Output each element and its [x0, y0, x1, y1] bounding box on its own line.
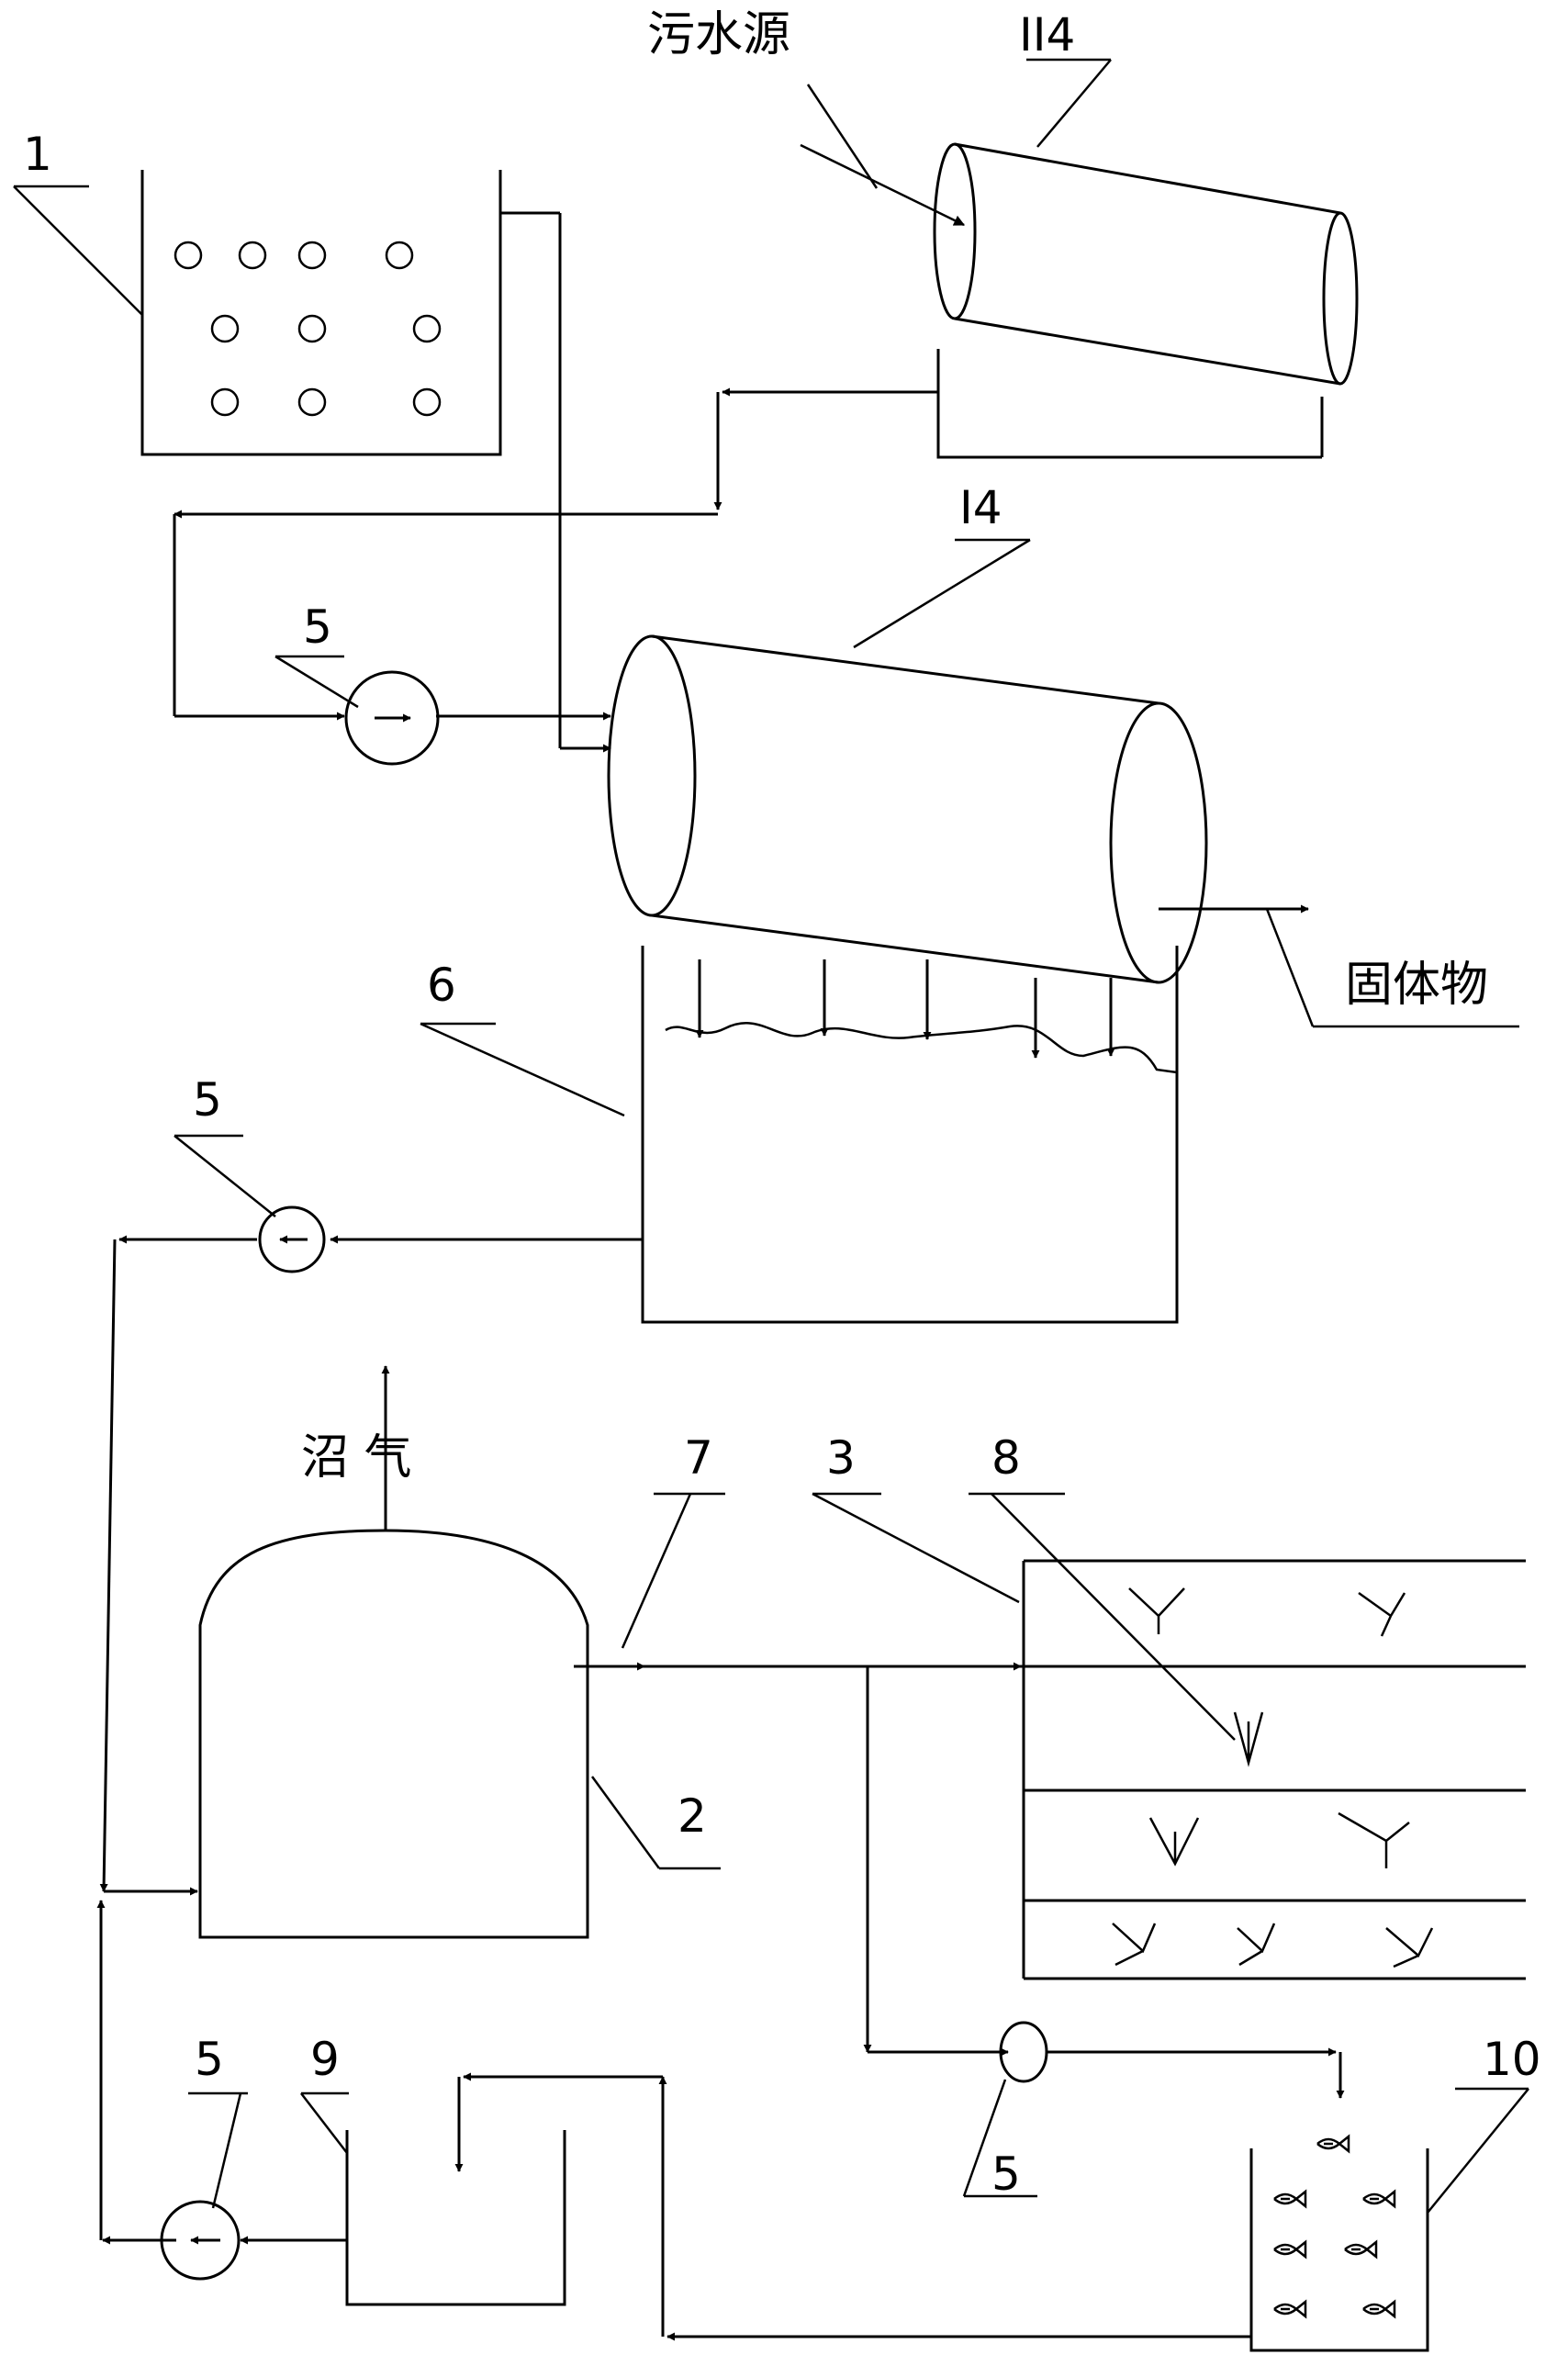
label-7: 7 [621, 1431, 725, 1649]
pond-10 [1249, 2134, 1429, 2352]
drum-i4 [607, 634, 1309, 984]
field-3 [1022, 1559, 1526, 1980]
digester-2 [198, 1365, 589, 1939]
fish-icons [1273, 2134, 1396, 2319]
solids-label: 固体物 [1345, 958, 1488, 1013]
digester-label: 2 [678, 1789, 707, 1843]
tank-9-label: 9 [310, 2033, 340, 2086]
outlet-label: 7 [684, 1431, 713, 1485]
tank-6-label: 6 [427, 959, 456, 1012]
label-10: 10 [1427, 2033, 1541, 2214]
label-pump-bl: 5 [188, 2033, 248, 2209]
pump-mid [999, 2021, 1048, 2083]
sewage-source-label: 污水源 [647, 7, 790, 62]
drum-i4-label: I4 [959, 481, 1002, 534]
pipe-tank6-to-digester [99, 1235, 643, 1892]
pump-top-label: 5 [303, 600, 332, 654]
pump-left [258, 1205, 326, 1273]
label-1-text: 1 [23, 128, 52, 181]
label-3: 3 [812, 1431, 1020, 1604]
label-i4: I4 [853, 481, 1031, 649]
label-8: 8 [969, 1431, 1236, 1741]
drum-ii4-label: II4 [1019, 8, 1075, 62]
pump-mid-label: 5 [991, 2147, 1021, 2201]
tank-1 [140, 170, 502, 456]
label-pump-mid: 5 [962, 2079, 1037, 2201]
field-label: 3 [826, 1431, 856, 1485]
pond-label: 10 [1483, 2033, 1541, 2086]
pipe-ii4-return [173, 387, 938, 721]
label-zhaoqi: 沼 气 [301, 1430, 412, 1486]
pump-bottom-left [160, 2200, 241, 2281]
label-wushuiyuan: 污水源 [647, 7, 966, 227]
pipe-tank9-to-digester [96, 1900, 347, 2245]
label-gutiwu: 固体物 [1265, 908, 1519, 1028]
pump-bl-label: 5 [195, 2033, 224, 2086]
label-6: 6 [420, 959, 625, 1117]
label-9: 9 [300, 2033, 349, 2154]
label-ii4: II4 [1019, 8, 1112, 148]
drum-ii4 [933, 142, 1359, 459]
pump-top [344, 670, 440, 766]
pipe-tank1-to-drum-i4 [500, 211, 611, 753]
label-2: 2 [590, 1776, 721, 1870]
label-pump-left: 5 [174, 1073, 276, 1217]
tank-6 [641, 946, 1179, 1324]
biogas-label: 沼 气 [301, 1430, 412, 1486]
pipe-branch-to-pond [863, 1666, 1345, 2099]
label-pump-top: 5 [274, 600, 359, 709]
pipe-pond-to-tank9 [454, 2072, 1251, 2341]
pump-left-label: 5 [193, 1073, 222, 1127]
plants-8 [1112, 1587, 1434, 1968]
tank-9 [345, 2130, 566, 2306]
plants-label: 8 [991, 1431, 1021, 1485]
bubbles [174, 241, 442, 417]
label-1: 1 [13, 128, 143, 316]
